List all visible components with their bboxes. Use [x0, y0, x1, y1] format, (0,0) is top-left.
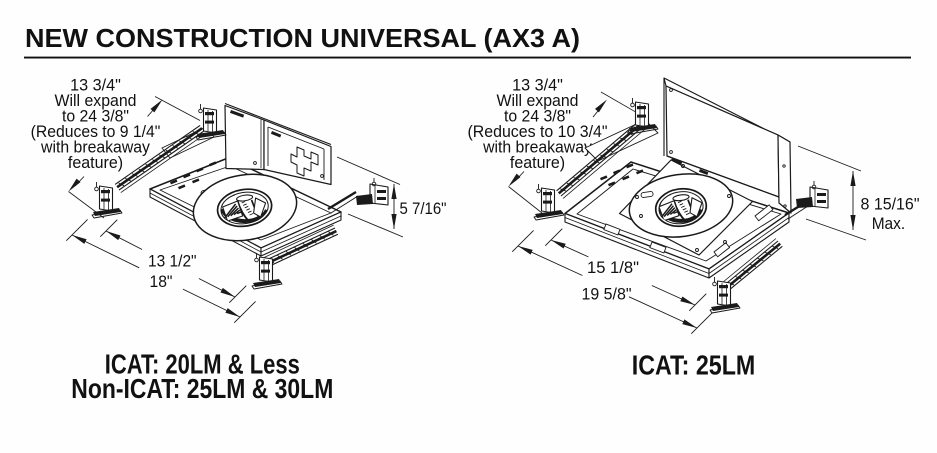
svg-text:(Reduces to 10 3/4": (Reduces to 10 3/4" — [468, 123, 608, 141]
svg-text:Will expand: Will expand — [497, 92, 579, 110]
svg-text:ICAT: 25LM: ICAT: 25LM — [632, 349, 756, 380]
svg-text:with breakaway: with breakaway — [40, 138, 151, 156]
svg-text:(Reduces to 9 1/4": (Reduces to 9 1/4" — [31, 123, 161, 141]
svg-text:13 3/4": 13 3/4" — [70, 76, 121, 94]
svg-text:feature): feature) — [68, 154, 123, 172]
svg-text:8 15/16": 8 15/16" — [861, 195, 920, 213]
svg-text:13 3/4": 13 3/4" — [512, 76, 563, 94]
svg-text:13 1/2": 13 1/2" — [148, 253, 197, 271]
svg-text:to 24 3/8": to 24 3/8" — [62, 107, 129, 125]
svg-text:NEW CONSTRUCTION UNIVERSAL (AX: NEW CONSTRUCTION UNIVERSAL (AX3 A) — [25, 23, 580, 53]
svg-text:feature): feature) — [510, 154, 565, 172]
svg-text:to 24 3/8": to 24 3/8" — [504, 107, 571, 125]
svg-text:18": 18" — [150, 273, 173, 291]
svg-text:Will expand: Will expand — [55, 92, 137, 110]
svg-text:15 1/8": 15 1/8" — [587, 259, 639, 277]
svg-text:5 7/16": 5 7/16" — [400, 200, 447, 218]
svg-text:with breakaway: with breakaway — [482, 138, 593, 156]
svg-text:19 5/8": 19 5/8" — [582, 286, 632, 304]
svg-text:Max.: Max. — [872, 215, 906, 233]
svg-text:Non-ICAT: 25LM & 30LM: Non-ICAT: 25LM & 30LM — [71, 373, 333, 404]
svg-text:ICAT: 20LM & Less: ICAT: 20LM & Less — [105, 348, 300, 379]
